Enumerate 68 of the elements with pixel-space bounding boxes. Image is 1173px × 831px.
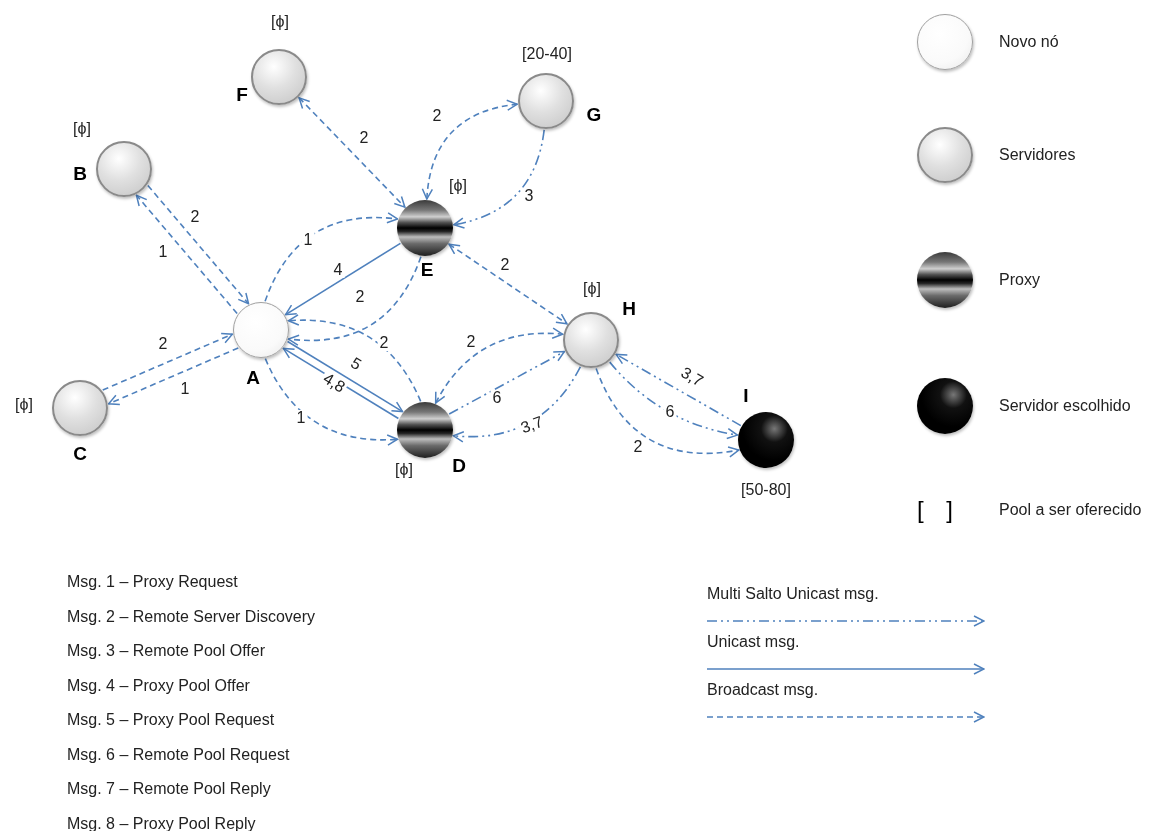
pool-label: [50-80] bbox=[741, 480, 791, 500]
node-letter: B bbox=[73, 161, 87, 186]
arrow bbox=[453, 129, 545, 229]
legend-label: Broadcast msg. bbox=[707, 680, 819, 700]
node-letter: C bbox=[73, 441, 87, 466]
edge-label: 1 bbox=[178, 381, 192, 397]
arrow bbox=[452, 366, 582, 443]
edge-label: 2 bbox=[353, 289, 367, 305]
message-description: Msg. 3 – Remote Pool Offer bbox=[67, 641, 265, 661]
node-letter: E bbox=[420, 257, 434, 282]
node-letter: F bbox=[236, 82, 248, 107]
message-description: Msg. 4 – Proxy Pool Offer bbox=[67, 675, 250, 696]
edge-label: 6 bbox=[490, 390, 504, 406]
arrow bbox=[608, 361, 739, 439]
pool-label: [ϕ] bbox=[449, 176, 467, 196]
pool-label: [ϕ] bbox=[271, 12, 289, 32]
edge-label: 2 bbox=[464, 334, 478, 350]
message-description: Msg. 6 – Remote Pool Request bbox=[67, 744, 290, 765]
edge-label: 1 bbox=[156, 244, 170, 260]
message-description: Msg. 8 – Proxy Pool Reply bbox=[67, 813, 256, 831]
arrow bbox=[615, 353, 742, 427]
edge-label: 2 bbox=[357, 130, 371, 146]
arrow bbox=[264, 357, 399, 446]
arrow bbox=[298, 97, 406, 208]
pool-label: [ϕ] bbox=[73, 119, 91, 139]
message-description: Msg. 2 – Remote Server Discovery bbox=[67, 606, 316, 627]
legend-label: Novo nó bbox=[999, 32, 1059, 52]
edge-label: 2 bbox=[188, 209, 202, 225]
node-letter: I bbox=[743, 383, 749, 408]
legend-label: Pool a ser oferecido bbox=[999, 500, 1142, 520]
arrow bbox=[434, 327, 564, 404]
edge-label: 2 bbox=[498, 257, 512, 273]
bracket-symbol: [ ] bbox=[917, 498, 961, 522]
legend-label: Servidor escolhido bbox=[999, 396, 1131, 416]
arrow bbox=[448, 243, 568, 325]
legend-label: Proxy bbox=[999, 270, 1040, 290]
node-letter: D bbox=[452, 453, 466, 478]
edge-label: 1 bbox=[301, 232, 315, 248]
arrow bbox=[147, 184, 250, 305]
node-letter: A bbox=[246, 365, 260, 390]
message-description: Msg. 1 – Proxy Request bbox=[67, 572, 238, 592]
edge-label: 2 bbox=[631, 439, 645, 455]
pool-label: [ϕ] bbox=[15, 395, 33, 415]
message-description: Msg. 7 – Remote Pool Reply bbox=[67, 779, 271, 799]
arrow bbox=[595, 367, 740, 458]
legend-label: Servidores bbox=[999, 145, 1076, 165]
edge-label: 2 bbox=[430, 108, 444, 124]
arrow bbox=[284, 242, 402, 316]
pool-label: [ϕ] bbox=[395, 460, 413, 480]
edge-label: 2 bbox=[156, 336, 170, 352]
edge-label: 3 bbox=[522, 188, 536, 204]
node-letter: G bbox=[586, 102, 602, 127]
pool-label: [ϕ] bbox=[583, 279, 601, 299]
edge-label: 6 bbox=[663, 404, 677, 420]
arrow bbox=[422, 99, 518, 200]
arrow bbox=[264, 212, 399, 303]
edge-label: 2 bbox=[377, 335, 391, 351]
node-letter: H bbox=[622, 296, 636, 321]
arrow bbox=[107, 347, 240, 406]
legend-label: Unicast msg. bbox=[707, 632, 800, 652]
arrow bbox=[101, 332, 234, 391]
edge-label: 4 bbox=[331, 262, 345, 278]
legend-label: Multi Salto Unicast msg. bbox=[707, 584, 879, 604]
arrow bbox=[287, 255, 422, 346]
arrow bbox=[287, 314, 422, 403]
message-description: Msg. 5 – Proxy Pool Request bbox=[67, 710, 275, 730]
edge-label: 1 bbox=[294, 410, 308, 426]
pool-label: [20-40] bbox=[522, 44, 572, 64]
